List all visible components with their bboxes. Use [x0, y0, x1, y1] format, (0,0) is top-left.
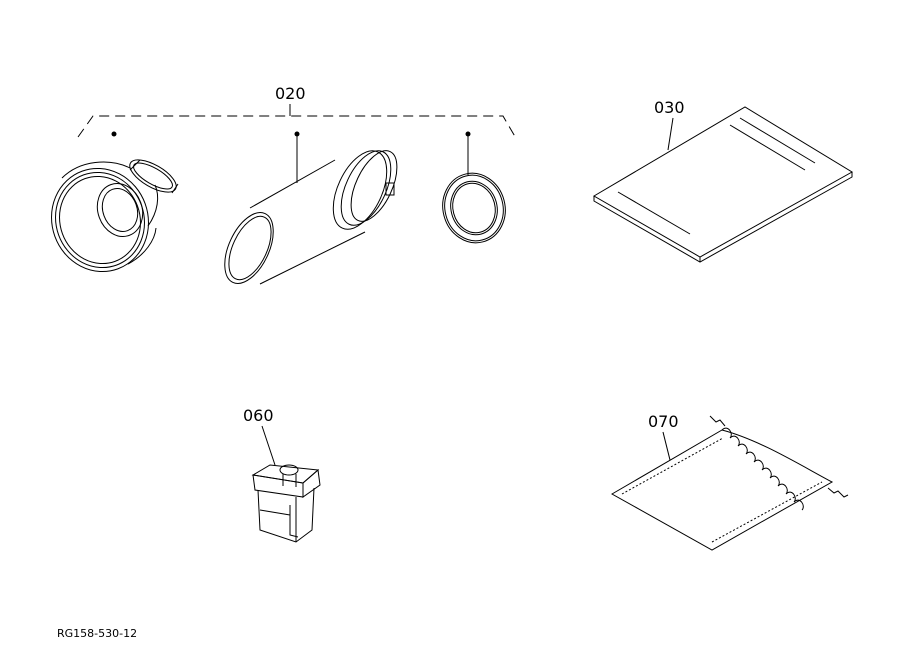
part-label-060: 060 [243, 406, 274, 425]
group-020-bracket [78, 104, 517, 140]
seal-ring [435, 131, 513, 250]
connector-clip [253, 426, 320, 542]
part-label-070: 070 [648, 412, 679, 431]
part-label-030: 030 [654, 98, 685, 117]
manual-booklet [594, 107, 852, 262]
duct-tube [215, 131, 407, 291]
part-label-020: 020 [275, 84, 306, 103]
bag [612, 416, 848, 550]
elbow-adapter [37, 131, 181, 286]
reference-code: RG158-530-12 [57, 627, 138, 640]
